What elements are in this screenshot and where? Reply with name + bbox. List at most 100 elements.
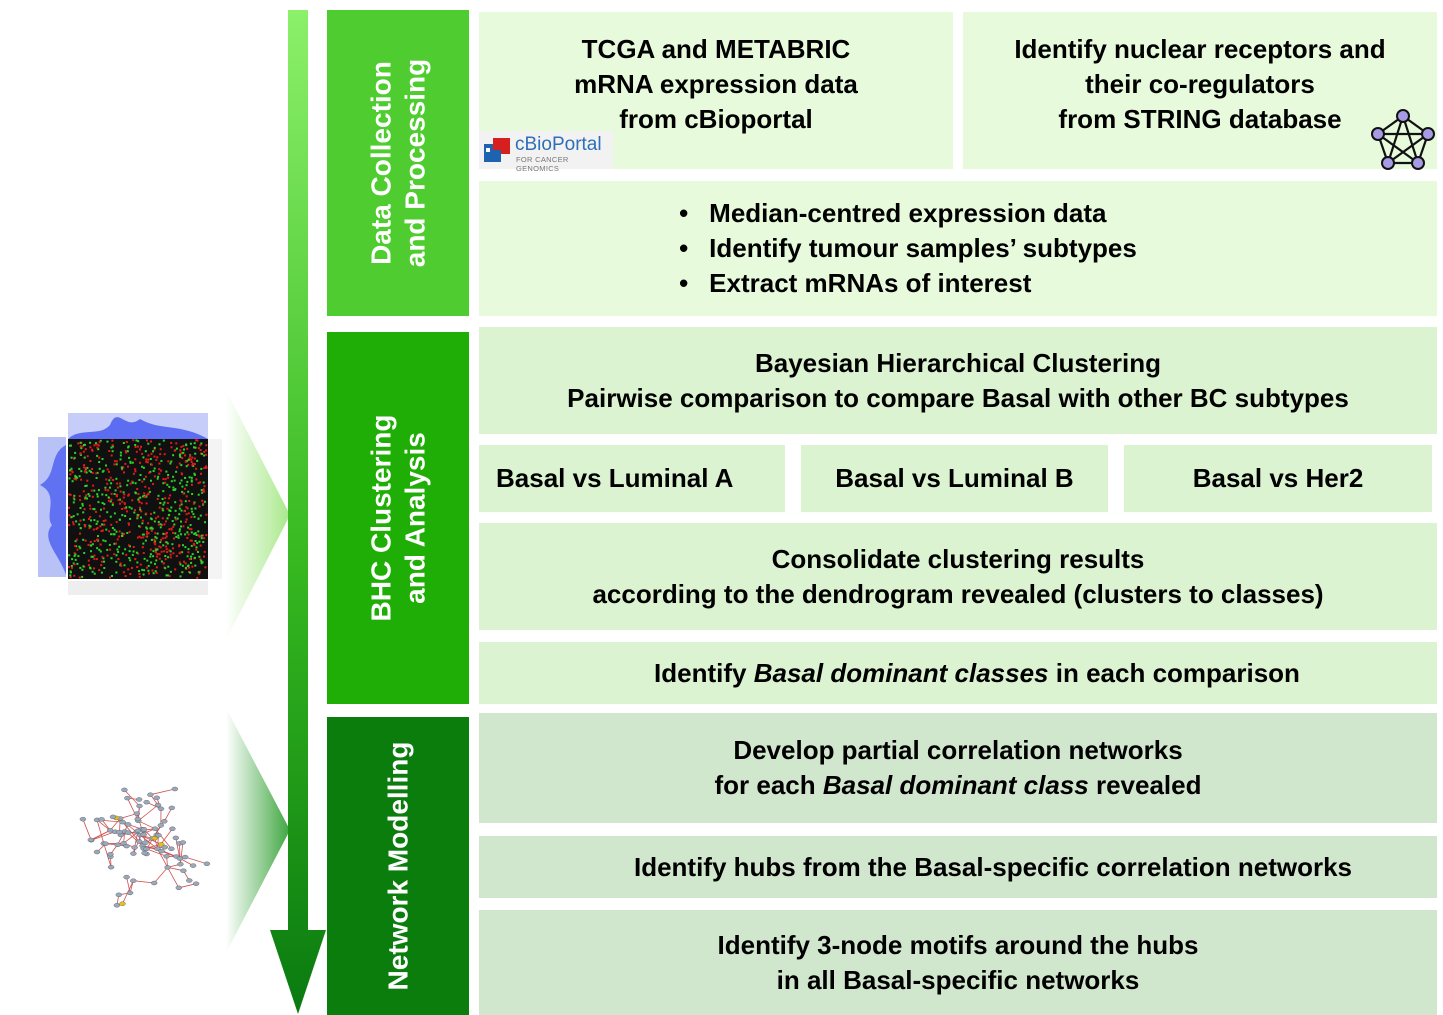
stage-bhc-clustering-label: BHC Clustering and Analysis	[364, 415, 432, 622]
heatmap-cell	[123, 532, 126, 535]
heatmap-cell	[202, 490, 205, 493]
heatmap-cell	[153, 520, 156, 523]
heatmap-cell	[84, 524, 87, 527]
heatmap-cell	[162, 478, 165, 481]
heatmap-cell	[150, 440, 152, 443]
heatmap-cell	[199, 558, 202, 561]
heatmap-cell	[88, 518, 90, 520]
heatmap-cell	[69, 576, 72, 579]
heatmap-cell	[98, 548, 101, 551]
heatmap-cell	[201, 534, 204, 537]
network-node	[150, 880, 158, 886]
heatmap-cell	[115, 477, 118, 480]
heatmap-cell	[142, 573, 145, 576]
heatmap-cell	[142, 542, 145, 545]
hubs-text: Identify hubs from the Basal-specific co…	[633, 851, 1353, 882]
comparison-box: Basal vs Luminal A	[479, 445, 785, 512]
develop-line: for each Basal dominant class revealed	[714, 768, 1201, 803]
heatmap-cell	[157, 523, 160, 526]
network-node	[189, 863, 197, 868]
heatmap-cell	[71, 471, 74, 474]
heatmap-cell	[134, 468, 137, 471]
heatmap-cell	[141, 533, 144, 536]
heatmap-cell	[74, 553, 77, 556]
heatmap-cell	[87, 543, 90, 546]
heatmap-cell	[97, 539, 100, 542]
network-node	[136, 803, 143, 809]
heatmap-cell	[187, 512, 190, 515]
heatmap-cell	[111, 527, 114, 529]
heatmap-cell	[191, 565, 194, 568]
network-node	[116, 829, 123, 835]
heatmap-cell	[187, 490, 190, 493]
heatmap-cell	[108, 543, 111, 546]
heatmap-cell	[163, 533, 166, 536]
heatmap-cell	[92, 508, 95, 510]
heatmap-cell	[115, 554, 118, 557]
heatmap-cell	[93, 489, 96, 492]
heatmap-cell	[178, 528, 181, 531]
heatmap-cell	[159, 453, 162, 456]
heatmap-cell	[147, 564, 150, 567]
heatmap-cell	[89, 507, 92, 510]
heatmap-cell	[116, 486, 119, 489]
heatmap-cell	[190, 476, 193, 479]
network-node	[119, 819, 126, 825]
heatmap-cell	[90, 555, 93, 558]
heatmap-cell	[119, 498, 121, 501]
heatmap-cell	[126, 484, 129, 487]
heatmap-cell	[81, 568, 84, 571]
heatmap-cell	[110, 482, 113, 485]
heatmap-cell	[109, 515, 112, 518]
heatmap-cell	[196, 439, 199, 442]
heatmap-cell	[95, 442, 97, 445]
heatmap-cell	[185, 513, 188, 516]
heatmap-cell	[145, 494, 148, 497]
heatmap-cell	[205, 453, 208, 456]
heatmap-cell	[139, 508, 142, 511]
heatmap-cell	[151, 527, 154, 530]
heatmap-cell	[129, 517, 132, 520]
heatmap-cell	[138, 479, 141, 481]
heatmap-cell	[93, 444, 96, 447]
heatmap-cell	[91, 570, 94, 573]
heatmap-cell	[85, 484, 88, 487]
heatmap-cell	[97, 448, 100, 451]
heatmap-cell	[144, 485, 147, 488]
heatmap-cell	[113, 533, 116, 536]
heatmap-cell	[147, 522, 150, 525]
stage-label-line: Network Modelling	[382, 741, 413, 991]
heatmap-cell	[140, 510, 143, 513]
network-node	[175, 885, 183, 891]
heatmap-cell	[203, 500, 206, 503]
heatmap-cell	[187, 533, 190, 536]
heatmap-cell	[73, 494, 76, 497]
heatmap-cell	[147, 532, 150, 535]
heatmap-cell	[100, 508, 102, 511]
heatmap-cell	[74, 451, 77, 454]
network-edge	[146, 848, 167, 857]
heatmap-cell	[140, 502, 143, 505]
heatmap-cell	[194, 452, 197, 455]
string-data-box: Identify nuclear receptors and their co-…	[963, 12, 1437, 169]
heatmap-cell	[123, 507, 126, 510]
heatmap-cell	[178, 513, 181, 516]
heatmap-cell	[111, 444, 114, 447]
heatmap-cell	[161, 517, 164, 520]
network-edge	[157, 835, 159, 849]
heatmap-cell	[181, 473, 184, 476]
heatmap-cell	[188, 476, 191, 479]
heatmap-cell	[158, 443, 161, 446]
heatmap-cell	[137, 552, 140, 555]
heatmap-cell	[186, 447, 189, 450]
network-node	[177, 861, 184, 867]
heatmap-cell	[102, 520, 105, 522]
heatmap-cell	[91, 555, 94, 558]
network-node	[130, 851, 137, 856]
heatmap-cell	[155, 559, 158, 562]
network-edge	[175, 837, 181, 859]
heatmap-cell	[121, 467, 124, 470]
network-node	[153, 795, 161, 801]
heatmap-cell	[158, 468, 161, 471]
heatmap-cell	[156, 456, 159, 459]
